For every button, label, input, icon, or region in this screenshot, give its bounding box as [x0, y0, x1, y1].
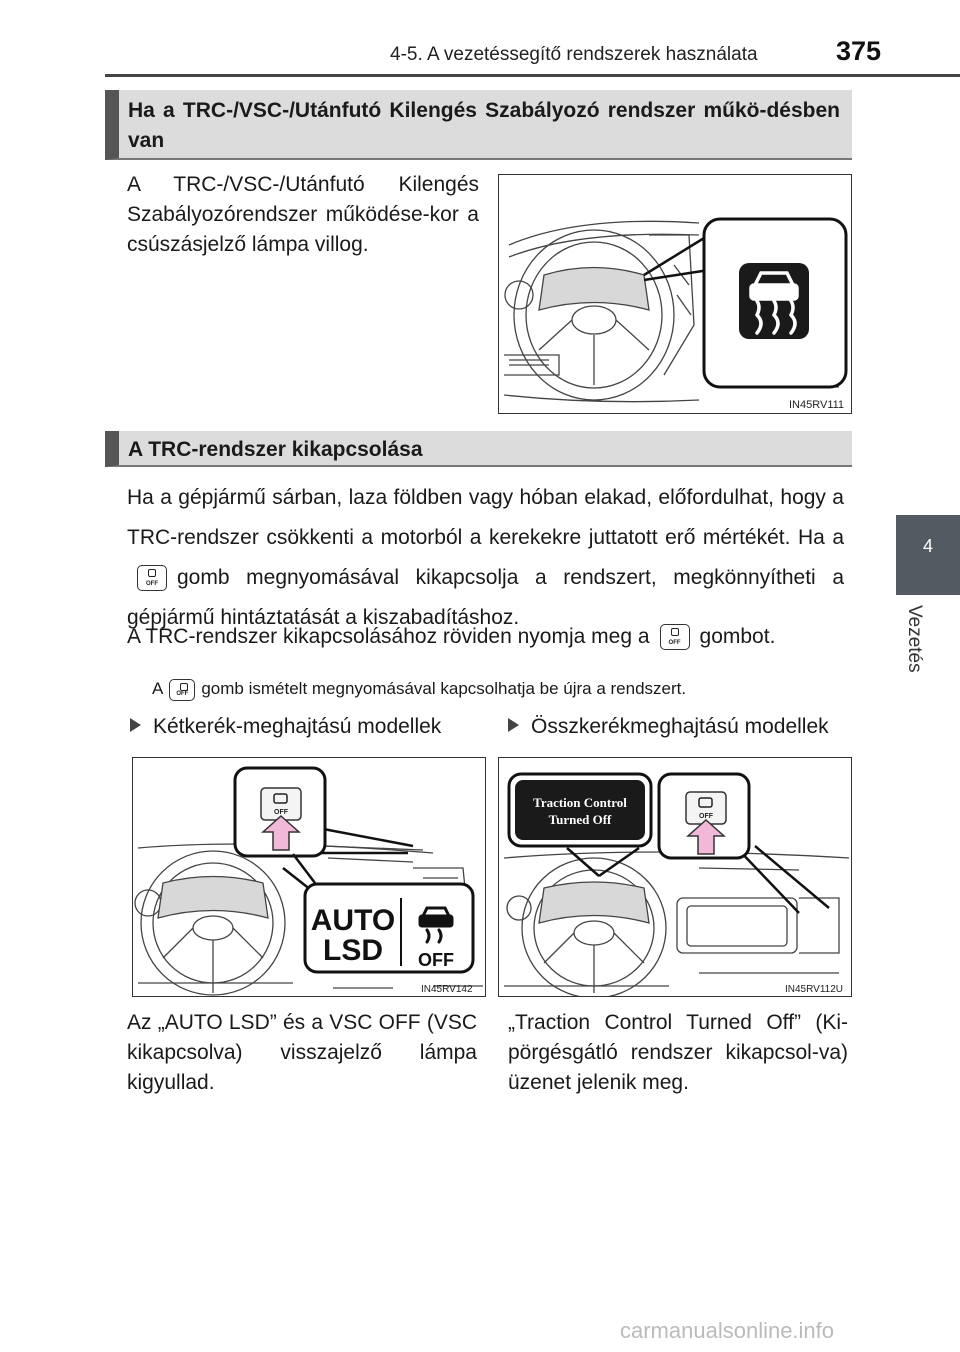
chapter-label: Vezetés [903, 605, 927, 685]
caption-four-wheel: „Traction Control Turned Off” (Ki-pörgés… [508, 1011, 848, 1094]
fig2-button-label: OFF [274, 809, 289, 816]
triangle-bullet-icon [130, 718, 141, 732]
section2-heading: A TRC-rendszer kikapcsolása [105, 431, 852, 467]
section2-para1-after: gomb megnyomásával kikapcsolja a rendsze… [127, 566, 844, 629]
section2-para2: A TRC-rendszer kikapcsolásához röviden n… [127, 622, 844, 652]
subheading-two-wheel: Kétkerék-meghajtású modellek [130, 715, 441, 739]
trc-off-button-icon: OFF [659, 624, 690, 651]
section2-para2-before: A TRC-rendszer kikapcsolásához röviden n… [127, 625, 650, 648]
watermark-text: carmanualsonline.info [620, 1318, 835, 1343]
trc-off-button-icon: OFF [137, 565, 167, 592]
tc-message-line2: Turned Off [549, 812, 612, 827]
section2-para2-after: gombot. [699, 625, 776, 648]
fig3-button-label: OFF [699, 813, 714, 820]
subheading-four-wheel: Összkerékmeghajtású modellek [508, 715, 829, 739]
figure1-code: IN45RV111 [789, 399, 844, 411]
figure-slip-indicator: IN45RV111 [498, 174, 852, 414]
tc-message-line1: Traction Control [533, 795, 627, 810]
indicator-off-text: OFF [418, 950, 454, 970]
chapter-label-text: Vezetés [904, 605, 925, 673]
figure-two-wheel: OFF AUTO LSD OFF IN45RV142 [132, 757, 486, 997]
header-rule [105, 74, 960, 77]
section1-text: A TRC-/VSC-/Utánfutó Kilengés Szabályozó… [127, 173, 479, 256]
section1-heading: Ha a TRC-/VSC-/Utánfutó Kilengés Szabály… [105, 90, 852, 160]
section2-para1: Ha a gépjármű sárban, laza földben vagy … [127, 478, 844, 638]
caption-two-wheel: Az „AUTO LSD” és a VSC OFF (VSC kikapcso… [127, 1011, 477, 1094]
indicator-auto-text: AUTO [311, 904, 395, 937]
indicator-lsd-text: LSD [323, 934, 383, 967]
section2-note-after: gomb ismételt megnyomásával kapcsolhatja… [201, 679, 687, 698]
section2-note-before: A [152, 679, 164, 698]
page-number: 375 [836, 36, 882, 66]
trc-off-button-icon: OFF [169, 678, 196, 701]
section2-para1-before: Ha a gépjármű sárban, laza földben vagy … [127, 486, 844, 549]
chapter-tab [896, 515, 960, 595]
chapter-number: 4 [922, 536, 933, 556]
header-section-title: 4-5. A vezetéssegítő rendszerek használa… [390, 44, 758, 65]
section2-note: A OFF gomb ismételt megnyomásával kapcsolh… [152, 674, 852, 704]
figure3-code: IN45RV112U [785, 984, 843, 995]
figure2-code: IN45RV142 [421, 984, 473, 995]
triangle-bullet-icon [508, 718, 519, 732]
figure-four-wheel: Traction Control Turned Off OFF IN45RV11… [498, 757, 852, 997]
